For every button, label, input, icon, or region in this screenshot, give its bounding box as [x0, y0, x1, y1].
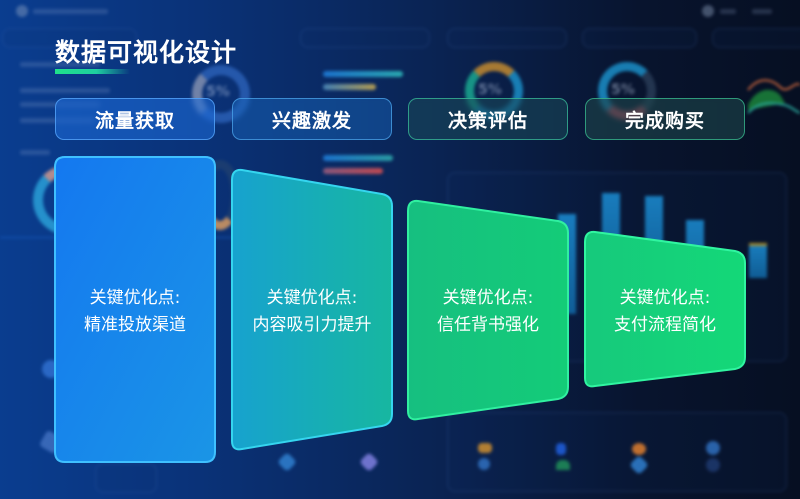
progress-bar	[323, 71, 403, 77]
left-list-text	[20, 150, 50, 155]
key-point-value: 内容吸引力提升	[252, 315, 372, 335]
legend-icon	[478, 458, 490, 470]
funnel-card-3[interactable]	[407, 199, 569, 421]
key-point-label: 关键优化点:	[442, 288, 534, 308]
left-list-text	[20, 62, 100, 67]
legend-icon	[632, 443, 646, 455]
bar	[749, 243, 767, 278]
panel-header-4	[582, 28, 697, 48]
progress-bar	[323, 84, 376, 90]
bottom-left-box	[95, 463, 157, 493]
legend-icon	[706, 458, 720, 472]
funnel-card-3-text: 关键优化点: 信任背书强化	[408, 285, 568, 339]
top-user-text	[720, 9, 736, 14]
donut-label: 5%	[206, 84, 230, 100]
panel-header-3	[447, 28, 567, 48]
donut-label: 5%	[611, 82, 635, 98]
funnel-card-2[interactable]	[231, 168, 393, 451]
bottom-panel	[447, 412, 787, 492]
user-icon	[702, 5, 714, 17]
panel-header-2	[300, 28, 430, 48]
legend-icon	[706, 441, 720, 455]
title-underline	[55, 69, 130, 74]
key-point-value: 信任背书强化	[437, 315, 539, 335]
funnel-card-4-text: 关键优化点: 支付流程简化	[585, 285, 745, 339]
top-help-text	[752, 9, 772, 14]
panel-header-5	[712, 28, 800, 48]
key-point-label: 关键优化点:	[89, 288, 181, 308]
wave-chart	[747, 79, 800, 114]
top-logo-icon	[16, 5, 28, 17]
progress-bar	[323, 168, 383, 174]
key-point-value: 精准投放渠道	[84, 315, 186, 335]
legend-icon	[556, 443, 566, 455]
legend-icon	[478, 443, 492, 453]
stage-tab-decision[interactable]: 决策评估	[408, 98, 568, 140]
key-point-label: 关键优化点:	[266, 288, 358, 308]
donut-label: 5%	[478, 82, 502, 98]
stage-tab-traffic[interactable]: 流量获取	[55, 98, 215, 140]
funnel-card-1-text: 关键优化点: 精准投放渠道	[55, 285, 215, 339]
funnel-card-1[interactable]	[54, 156, 216, 463]
page-title: 数据可视化设计	[55, 38, 238, 67]
stage-tab-purchase[interactable]: 完成购买	[585, 98, 745, 140]
key-point-label: 关键优化点:	[619, 288, 711, 308]
top-app-name	[33, 9, 108, 14]
donut-chart	[192, 65, 250, 123]
stage-tab-interest[interactable]: 兴趣激发	[232, 98, 392, 140]
progress-bar	[323, 155, 393, 161]
legend-icon	[556, 460, 570, 470]
funnel-card-2-text: 关键优化点: 内容吸引力提升	[232, 285, 392, 339]
key-point-value: 支付流程简化	[614, 315, 716, 335]
panel-header-1	[2, 28, 137, 48]
funnel-card-4[interactable]	[584, 230, 746, 388]
left-list-text	[20, 88, 110, 93]
